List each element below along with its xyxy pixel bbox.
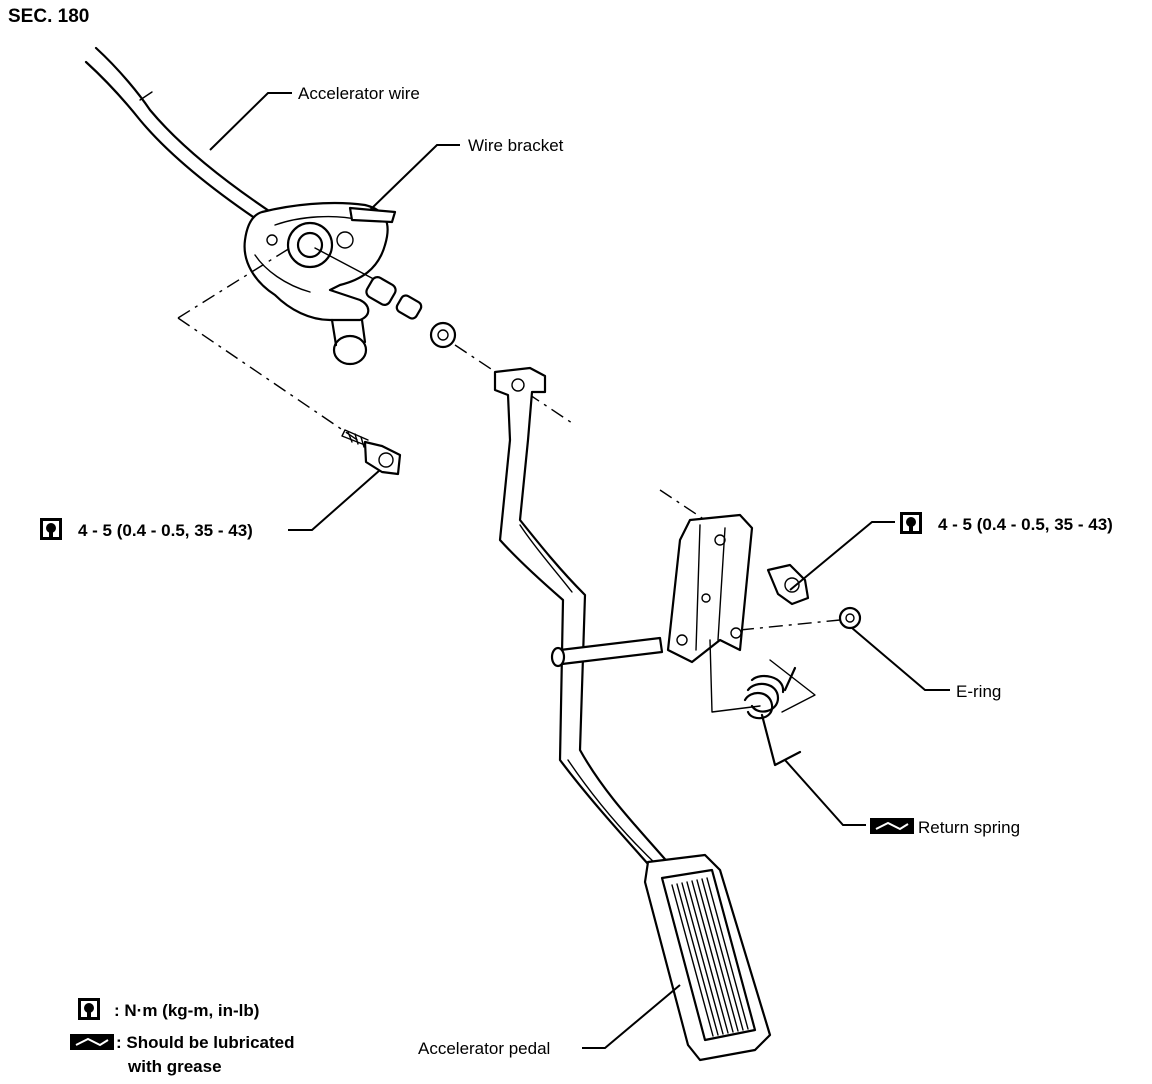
legend-grease-line1: : Should be lubricated: [116, 1033, 295, 1052]
bolt-left: [341, 429, 402, 476]
grease-icon: [69, 1033, 115, 1051]
cable-fittings: [314, 247, 457, 349]
bolt-right: [766, 563, 810, 606]
legend-grease-line2: with grease: [127, 1057, 222, 1076]
return-spring: [743, 666, 802, 767]
grease-icon: [869, 817, 915, 835]
leader-lines: [209, 92, 950, 1049]
section-title: SEC. 180: [8, 6, 89, 27]
label-wire-bracket: Wire bracket: [468, 136, 564, 155]
label-accelerator-wire: Accelerator wire: [298, 84, 420, 103]
pedal-arm: [493, 366, 672, 875]
pedal-pad: [643, 853, 772, 1062]
label-return-spring: Return spring: [918, 818, 1020, 837]
legend-torque-unit: : N·m (kg-m, in-lb): [114, 1001, 259, 1020]
label-e-ring: E-ring: [956, 682, 1001, 701]
label-torque-left: 4 - 5 (0.4 - 0.5, 35 - 43): [78, 521, 253, 540]
legend: : N·m (kg-m, in-lb) : Should be lubricat…: [69, 998, 295, 1076]
torque-wrench-icon: [900, 512, 922, 534]
torque-wrench-icon: [78, 998, 100, 1020]
label-accelerator-pedal: Accelerator pedal: [418, 1039, 550, 1058]
pivot-shaft: [550, 636, 664, 668]
torque-wrench-icon: [40, 518, 62, 540]
accelerator-wire: [84, 46, 277, 227]
wire-bracket: [243, 201, 397, 366]
e-ring: [838, 606, 862, 630]
label-torque-right: 4 - 5 (0.4 - 0.5, 35 - 43): [938, 515, 1113, 534]
pedal-bracket: [666, 513, 816, 713]
